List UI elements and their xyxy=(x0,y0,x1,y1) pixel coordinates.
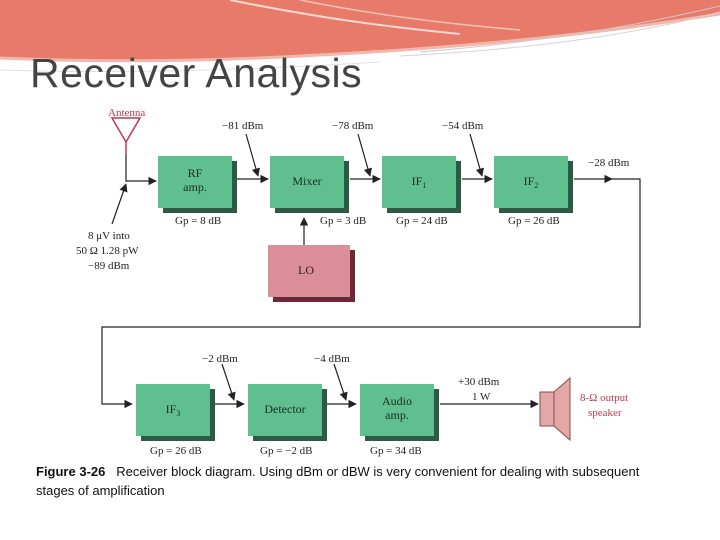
antenna-feed-line xyxy=(125,154,157,186)
if3-block: IF3 xyxy=(136,384,215,441)
figure-caption-text: Receiver block diagram. Using dBm or dBW… xyxy=(36,464,640,498)
svg-text:IF1: IF1 xyxy=(412,174,427,190)
audio-amp-label-line1: Audio xyxy=(382,394,412,408)
antenna-icon xyxy=(110,117,142,154)
if3-label: IF xyxy=(166,402,177,416)
if3-subscript: 3 xyxy=(176,409,180,418)
mixer-block: Mixer xyxy=(270,156,349,213)
detector-out-pointer xyxy=(333,363,348,401)
if3-gain: Gp = 26 dB xyxy=(150,445,202,457)
if1-out-pointer xyxy=(469,133,484,177)
rf-amp-block: RF amp. xyxy=(158,156,237,213)
rf-amp-label-line1: RF xyxy=(188,166,203,180)
header-banner xyxy=(0,0,720,73)
detector-block: Detector xyxy=(248,384,327,441)
audio-amp-label-line2: amp. xyxy=(385,408,409,422)
rf-amp-label-line2: amp. xyxy=(183,180,207,194)
mixer-out-pointer xyxy=(357,133,372,177)
input-level-line2: 50 Ω 1.28 pW xyxy=(76,245,139,257)
lo-block: LO xyxy=(268,245,355,302)
antenna-label: Antenna xyxy=(108,107,145,119)
mixer-label: Mixer xyxy=(292,174,321,188)
slide-title: Receiver Analysis xyxy=(30,50,363,96)
rf-out-level: −81 dBm xyxy=(222,120,264,132)
rf-amp-gain: Gp = 8 dB xyxy=(175,215,221,227)
figure-number: Figure 3-26 xyxy=(36,464,106,479)
if1-subscript: 1 xyxy=(422,181,426,190)
if2-out-level: −28 dBm xyxy=(588,157,630,169)
input-level-line3: −89 dBm xyxy=(88,260,130,272)
input-level-pointer xyxy=(111,183,128,225)
input-level-line1: 8 μV into xyxy=(88,230,130,242)
mixer-out-level: −78 dBm xyxy=(332,120,374,132)
if3-out-pointer xyxy=(221,363,236,401)
if2-block: IF2 xyxy=(494,156,573,213)
audio-out-level: +30 dBm xyxy=(458,376,500,388)
figure-caption: Figure 3-26 Receiver block diagram. Usin… xyxy=(36,462,676,500)
audio-amp-block: Audio amp. xyxy=(360,384,439,441)
if1-gain: Gp = 24 dB xyxy=(396,215,448,227)
svg-text:IF3: IF3 xyxy=(166,402,181,418)
svg-text:IF2: IF2 xyxy=(524,174,539,190)
detector-label: Detector xyxy=(264,402,305,416)
rf-out-pointer xyxy=(245,133,260,177)
if1-label: IF xyxy=(412,174,423,188)
if2-label: IF xyxy=(524,174,535,188)
if3-out-level: −2 dBm xyxy=(202,353,238,365)
if1-out-level: −54 dBm xyxy=(442,120,484,132)
lo-label: LO xyxy=(298,263,314,277)
receiver-block-diagram: Antenna RF amp. Gp = 8 dB Mixer Gp = 3 d… xyxy=(52,98,656,458)
if2-subscript: 2 xyxy=(534,181,538,190)
speaker-label-line2: speaker xyxy=(588,407,622,419)
speaker-label-line1: 8-Ω output xyxy=(580,392,628,404)
mixer-gain: Gp = 3 dB xyxy=(320,215,366,227)
audio-amp-gain: Gp = 34 dB xyxy=(370,445,422,457)
return-path-line xyxy=(101,178,641,409)
if2-gain: Gp = 26 dB xyxy=(508,215,560,227)
if1-block: IF1 xyxy=(382,156,461,213)
detector-gain: Gp = −2 dB xyxy=(260,445,312,457)
audio-out-power: 1 W xyxy=(472,391,491,403)
detector-out-level: −4 dBm xyxy=(314,353,350,365)
speaker-icon xyxy=(539,376,571,442)
